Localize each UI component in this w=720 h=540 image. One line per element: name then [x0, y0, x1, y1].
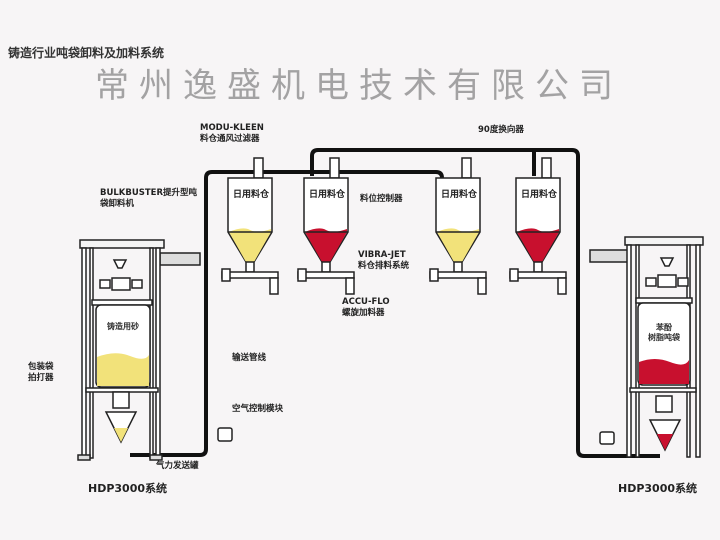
conveying-pipes — [130, 148, 660, 458]
bag-massager-label: 包装袋拍打器 — [28, 362, 54, 383]
feeder-motor — [509, 268, 519, 282]
bin-label: 日用料仓 — [521, 190, 558, 200]
bin-label: 日用料仓 — [309, 190, 346, 200]
bin-outlet — [453, 261, 463, 273]
feeder-discharge — [557, 277, 567, 295]
diverter-label: 90度换向器 — [478, 125, 524, 135]
day-bin-2 — [297, 157, 355, 295]
bin-vent-filter — [329, 157, 340, 179]
bin-material — [517, 228, 559, 262]
left-system-label: HDP3000系统 — [88, 482, 168, 495]
feeder-discharge — [345, 277, 355, 295]
bin-label: 日用料仓 — [233, 190, 270, 200]
feeder-motor — [221, 268, 231, 282]
pipe-line-1 — [130, 170, 444, 457]
bulkbuster-label: BULKBUSTER提升型吨袋卸料机 — [100, 188, 198, 209]
feeder-motor — [297, 268, 307, 282]
left-bag-label: 铸造用砂 — [107, 322, 139, 331]
feeder-discharge — [477, 277, 487, 295]
bin-material — [229, 228, 271, 262]
bin-material — [437, 228, 479, 262]
bin-label: 日用料仓 — [441, 190, 478, 200]
bin-outlet — [533, 261, 543, 273]
right-system-label: HDP3000系统 — [618, 482, 698, 495]
conveying-line-label: 输送管线 — [232, 353, 267, 363]
pipe-line-2 — [310, 148, 660, 458]
left-bulkbuster — [77, 239, 201, 461]
feeder-motor — [429, 268, 439, 282]
level-controller-label: 料位控制器 — [360, 194, 403, 204]
watermark: 常州逸盛机电技术有限公司 — [95, 66, 623, 106]
page-title: 铸造行业吨袋卸料及加料系统 — [8, 46, 165, 60]
air-control-label: 空气控制模块 — [232, 404, 284, 414]
bin-vent-filter — [541, 157, 552, 179]
bin-vent-filter — [461, 157, 472, 179]
bin-outlet — [245, 261, 255, 273]
bin-outlet — [321, 261, 331, 273]
day-bin-4 — [509, 157, 567, 295]
day-bin-3 — [429, 157, 487, 295]
bin-material — [305, 228, 347, 262]
air-control-module — [217, 427, 233, 442]
pneumatic-tank-label: 气力发送罐 — [156, 461, 199, 471]
feeder-discharge — [269, 277, 279, 295]
bin-vent-filter — [253, 157, 264, 179]
right-bulkbuster — [589, 236, 704, 458]
right-bag-label: 苯酚树脂吨袋 — [648, 323, 680, 342]
day-bin-1 — [221, 157, 279, 295]
